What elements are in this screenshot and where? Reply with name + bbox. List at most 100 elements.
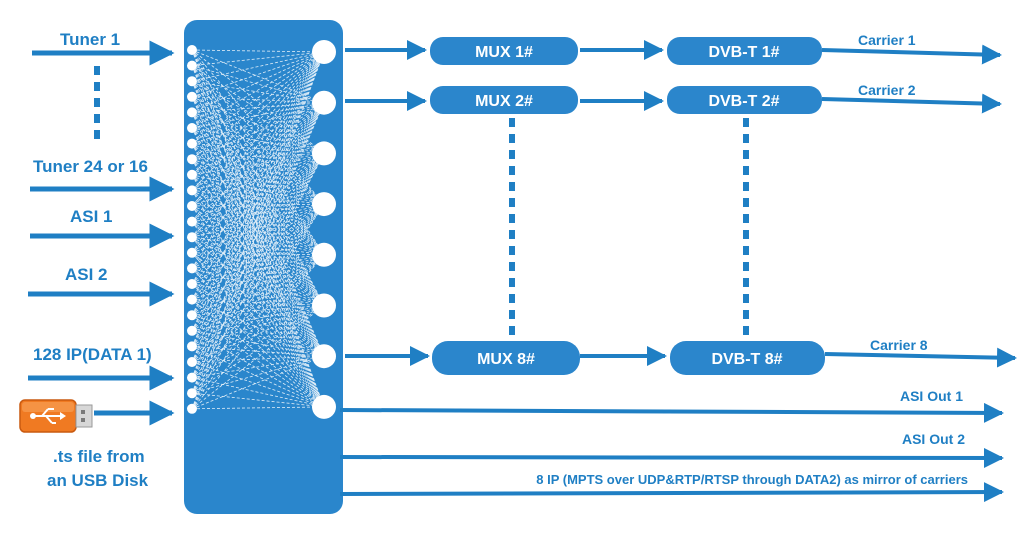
matrix-link bbox=[191, 203, 325, 378]
matrix-link bbox=[191, 51, 325, 176]
mux-box-2 bbox=[430, 86, 578, 114]
matrix-link bbox=[191, 96, 325, 357]
label-asi-out-1: ASI Out 1 bbox=[900, 388, 963, 404]
arrow-ip-out bbox=[339, 482, 1004, 503]
matrix-link bbox=[191, 102, 325, 191]
dvbt-label-2: DVB-T 2# bbox=[708, 93, 779, 110]
matrix-link bbox=[191, 158, 325, 205]
matrix-link bbox=[191, 51, 325, 363]
matrix-link bbox=[191, 51, 325, 160]
arrow-carrier-1 bbox=[821, 44, 1002, 65]
matrix-input-port bbox=[187, 263, 197, 274]
matrix-input-port bbox=[187, 325, 197, 336]
matrix-link bbox=[191, 203, 325, 269]
matrix-link bbox=[191, 305, 325, 410]
matrix-link bbox=[191, 51, 325, 269]
matrix-input-port bbox=[187, 310, 197, 321]
matrix-input-port bbox=[187, 403, 197, 414]
matrix-output-port bbox=[312, 141, 336, 166]
label-asi2: ASI 2 bbox=[65, 265, 108, 284]
matrix-link bbox=[191, 96, 325, 205]
matrix-link bbox=[191, 158, 325, 357]
carrier-label-2: Carrier 2 bbox=[858, 82, 916, 98]
matrix-link bbox=[191, 377, 325, 408]
matrix-link bbox=[191, 102, 325, 144]
matrix-link bbox=[191, 153, 325, 269]
matrix-input-port bbox=[187, 76, 197, 87]
matrix-link bbox=[191, 102, 325, 269]
matrix-link bbox=[191, 127, 325, 154]
matrix-link bbox=[191, 314, 325, 357]
chain-1: MUX 1# DVB-T 1# Carrier 1 bbox=[430, 32, 916, 65]
matrix-link bbox=[191, 51, 325, 394]
matrix-link bbox=[191, 158, 325, 306]
matrix-input-port bbox=[187, 123, 197, 133]
carrier-label-1: Carrier 1 bbox=[858, 32, 916, 48]
switching-matrix bbox=[184, 20, 343, 514]
matrix-link bbox=[191, 153, 325, 409]
matrix-link bbox=[191, 51, 325, 409]
matrix-link bbox=[191, 51, 325, 207]
matrix-input-port bbox=[187, 232, 197, 243]
matrix-link bbox=[191, 314, 325, 408]
matrix-link bbox=[191, 49, 325, 104]
matrix-link bbox=[191, 236, 325, 256]
usb-drive-icon bbox=[19, 399, 93, 433]
matrix-input-port bbox=[187, 138, 197, 149]
matrix-link bbox=[191, 51, 325, 347]
label-asi-out-2: ASI Out 2 bbox=[902, 431, 965, 447]
dvbt-box-2 bbox=[667, 86, 822, 114]
matrix-link bbox=[191, 252, 325, 357]
label-ip: 128 IP(DATA 1) bbox=[33, 345, 152, 364]
matrix-link bbox=[191, 49, 325, 154]
matrix-link bbox=[191, 254, 325, 300]
input-arrows bbox=[28, 40, 175, 426]
label-ip-out: 8 IP (MPTS over UDP&RTP/RTSP through DAT… bbox=[536, 472, 968, 487]
matrix-link bbox=[191, 283, 325, 408]
matrix-link bbox=[191, 51, 325, 98]
matrix-link bbox=[191, 203, 325, 410]
matrix-link bbox=[191, 174, 325, 408]
mux-label-2: MUX 2# bbox=[475, 93, 533, 110]
label-tuner-last: Tuner 24 or 16 bbox=[33, 157, 148, 176]
matrix-link bbox=[191, 406, 325, 410]
matrix-link bbox=[191, 102, 325, 347]
matrix-link bbox=[191, 51, 325, 66]
matrix-link bbox=[191, 330, 325, 357]
matrix-input-port bbox=[187, 388, 197, 399]
matrix-link bbox=[191, 102, 325, 176]
mux-box-1 bbox=[430, 37, 578, 65]
matrix-link bbox=[191, 203, 325, 394]
matrix-link bbox=[191, 236, 325, 408]
matrix-link bbox=[191, 190, 325, 306]
matrix-link bbox=[191, 102, 325, 160]
matrix-link bbox=[191, 355, 325, 394]
matrix-input-port bbox=[187, 216, 197, 227]
mux-label-8: MUX 8# bbox=[477, 351, 535, 368]
matrix-link bbox=[191, 80, 325, 154]
matrix-link bbox=[191, 221, 325, 357]
matrix-input-port bbox=[187, 169, 197, 180]
matrix-link bbox=[191, 254, 325, 332]
matrix-link bbox=[191, 283, 325, 306]
matrix-link bbox=[191, 80, 325, 205]
matrix-output-port bbox=[312, 293, 336, 318]
matrix-link bbox=[191, 102, 325, 285]
matrix-input-port bbox=[187, 45, 197, 55]
label-usb-line1: .ts file from bbox=[53, 447, 145, 466]
matrix-link bbox=[191, 127, 325, 408]
label-asi1: ASI 1 bbox=[70, 207, 113, 226]
matrix-link bbox=[191, 153, 325, 207]
matrix-link bbox=[191, 65, 325, 408]
matrix-link bbox=[191, 102, 325, 409]
matrix-link bbox=[191, 65, 325, 104]
chain-2: MUX 2# DVB-T 2# Carrier 2 bbox=[430, 82, 916, 114]
matrix-link bbox=[191, 153, 325, 238]
matrix-link bbox=[191, 96, 325, 154]
matrix-link bbox=[191, 51, 325, 238]
matrix-link bbox=[191, 51, 325, 129]
matrix-output-port bbox=[312, 192, 336, 217]
matrix-link bbox=[191, 203, 325, 285]
chain-arrows bbox=[345, 40, 667, 366]
matrix-link bbox=[191, 268, 325, 408]
